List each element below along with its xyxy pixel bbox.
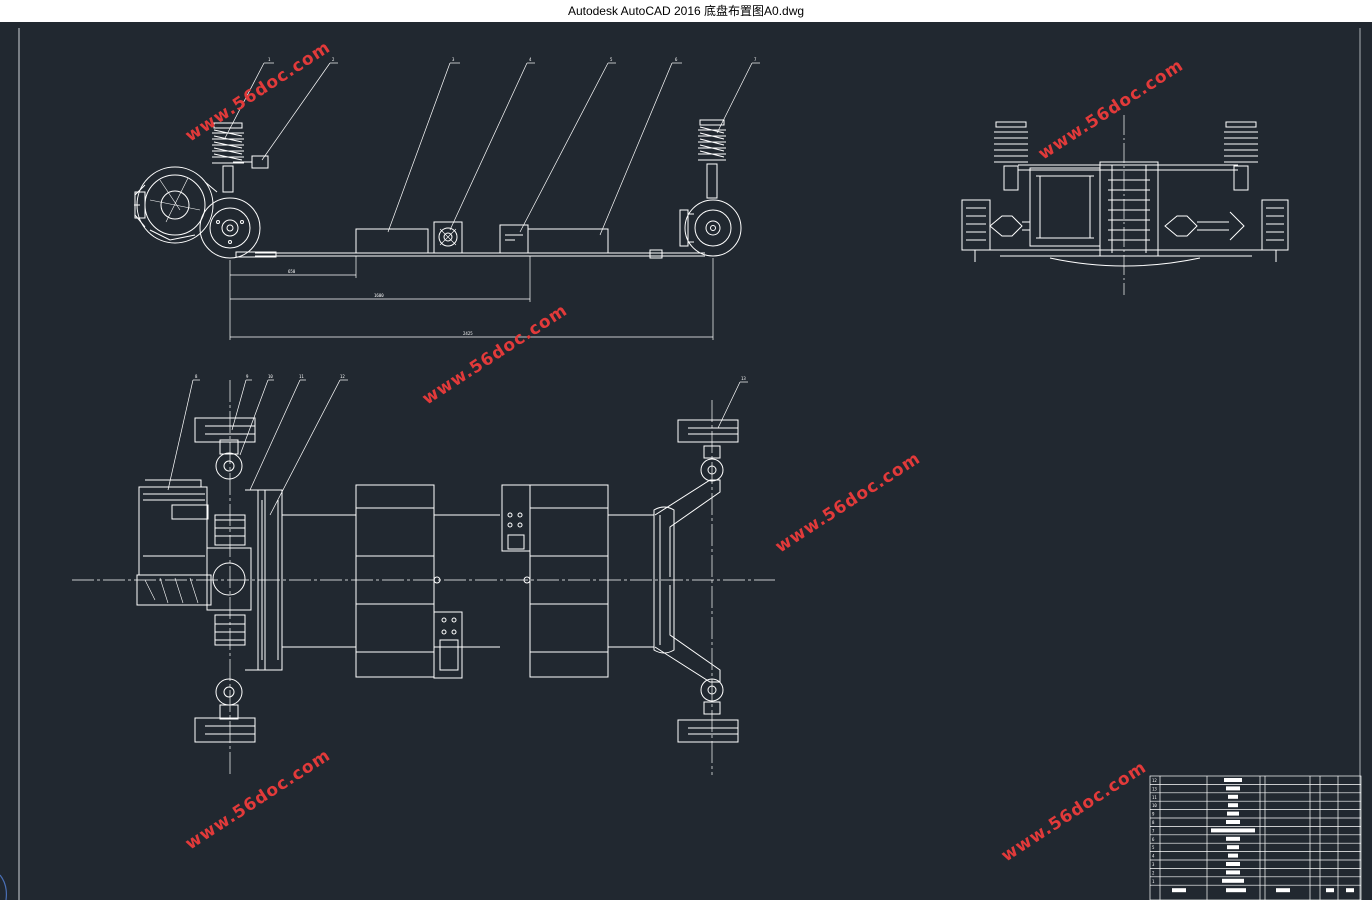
bom-row-number: 8 [1152, 820, 1155, 825]
dimensions [229, 256, 714, 340]
balloon-12: 12 [340, 374, 345, 379]
watermark: www.56doc.com [182, 37, 335, 146]
left-coil-spring [212, 122, 269, 193]
bom-row-name-text [1227, 811, 1239, 816]
balloon-6: 6 [675, 57, 678, 62]
cad-drawing: 650 1600 2425 1 2 3 4 5 6 7 [0, 28, 1362, 900]
balloon-13: 13 [741, 376, 746, 381]
balloon-3: 3 [452, 57, 455, 62]
bom-row-number: 7 [1152, 828, 1155, 833]
controller-block-bottom [433, 611, 463, 679]
battery-box-1 [355, 228, 429, 254]
bom-row-name-text [1228, 803, 1238, 808]
dim-1600: 1600 [374, 293, 384, 298]
bom-row-name-text [1226, 862, 1240, 866]
bom-row-number: 2 [1152, 870, 1155, 875]
bom-footer-text [1172, 888, 1186, 893]
side-view-leaders [224, 62, 760, 236]
balloon-7: 7 [754, 57, 757, 62]
balloon-11: 11 [299, 374, 304, 379]
watermark: www.56doc.com [182, 745, 335, 854]
controller-box [433, 221, 463, 254]
bom-footer-text [1346, 888, 1354, 893]
bom-footer-text [1226, 888, 1246, 893]
top-view-leaders [167, 379, 748, 516]
left-hubs [194, 417, 256, 743]
bom-row-number: 6 [1152, 837, 1155, 842]
right-coil-spring [698, 119, 726, 199]
left-wheel [199, 197, 261, 259]
bom-row-number: 3 [1152, 862, 1155, 867]
balloon-4: 4 [529, 57, 532, 62]
bom-row-name-text [1228, 794, 1238, 799]
right-wheel [679, 199, 742, 257]
bom-row-number: 5 [1152, 845, 1155, 850]
battery-box-2 [499, 224, 529, 254]
balloon-10: 10 [268, 374, 273, 379]
bom-row-number: 11 [1152, 795, 1157, 800]
battery-pack-front [355, 484, 441, 678]
watermark: www.56doc.com [998, 757, 1151, 866]
battery-pack-rear [523, 484, 609, 678]
front-view [961, 115, 1289, 295]
battery-box-3 [527, 228, 609, 254]
bom-row-name-text [1226, 870, 1240, 875]
side-view: 650 1600 2425 1 2 3 4 5 6 7 [134, 57, 760, 340]
watermark: www.56doc.com [772, 448, 925, 557]
drawing-canvas[interactable]: 650 1600 2425 1 2 3 4 5 6 7 [0, 22, 1372, 900]
dim-2425: 2425 [463, 331, 473, 336]
balloon-1: 1 [268, 57, 271, 62]
bom-row-number: 12 [1152, 778, 1157, 783]
top-view: 8 9 10 11 12 13 [72, 374, 775, 775]
bom-table: 12 13 11 10 9 8 7 6 5 4 3 2 1 [1149, 775, 1362, 900]
watermark: www.56doc.com [1035, 55, 1188, 164]
bom-row-name-text [1227, 845, 1239, 850]
bom-row-number: 4 [1152, 854, 1155, 859]
balloon-8: 8 [195, 374, 198, 379]
watermark: www.56doc.com [419, 300, 572, 409]
balloon-9: 9 [246, 374, 249, 379]
bom-row-name-text [1226, 836, 1240, 841]
window-title: Autodesk AutoCAD 2016 底盘布置图A0.dwg [567, 4, 805, 18]
bom-row-name-text [1222, 878, 1244, 883]
bom-row-name-text [1226, 786, 1240, 791]
title-bar: Autodesk AutoCAD 2016 底盘布置图A0.dwg [0, 0, 1372, 23]
bom-row-number: 1 [1152, 879, 1155, 884]
controller-block-top [501, 484, 531, 552]
bom-footer-text [1326, 888, 1334, 893]
bom-row-number: 13 [1152, 786, 1157, 791]
bom-row-name-text [1228, 853, 1238, 858]
left-motor-gearbox [134, 166, 218, 244]
bom-row-number: 9 [1152, 812, 1155, 817]
dim-650: 650 [288, 269, 296, 274]
balloon-5: 5 [610, 57, 613, 62]
bom-row-number: 10 [1152, 803, 1157, 808]
bom-row-name-text [1226, 820, 1240, 824]
bom-footer-text [1276, 888, 1290, 893]
motor-assembly [136, 439, 283, 720]
bom-row-name-text [1211, 828, 1255, 833]
balloon-2: 2 [332, 57, 335, 62]
front-axle [653, 419, 739, 743]
bom-row-name-text [1224, 778, 1242, 782]
